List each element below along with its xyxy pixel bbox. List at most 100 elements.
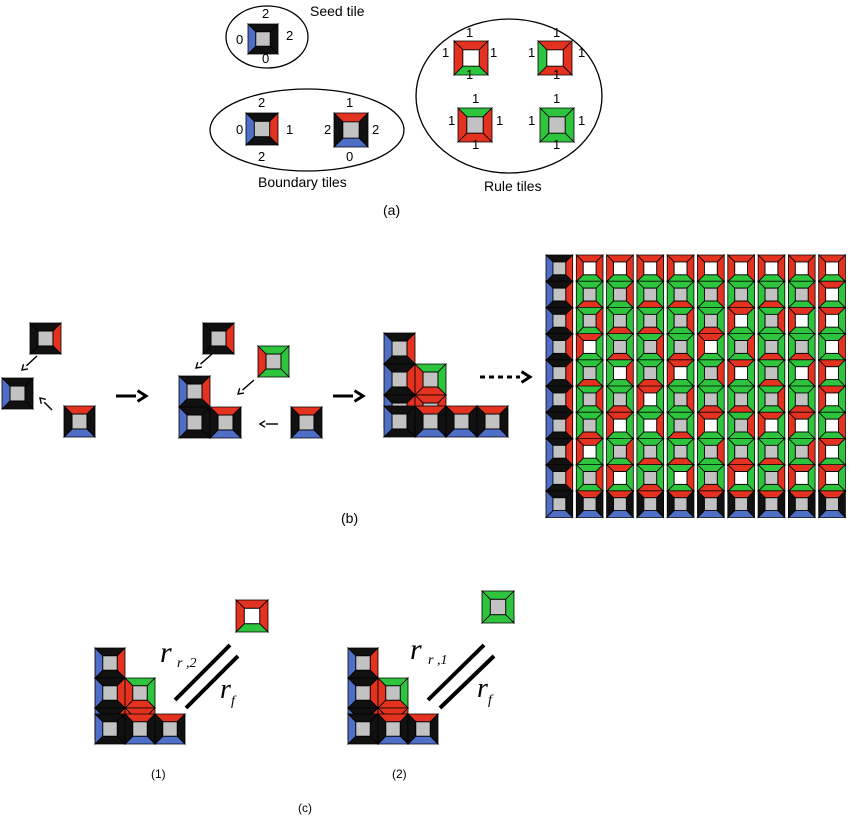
tile (635, 411, 665, 440)
tile-center (764, 497, 779, 512)
tile (666, 411, 695, 440)
arrow-join (21, 355, 38, 371)
tile-center (552, 444, 567, 459)
tile-center (102, 655, 118, 671)
tile-center (582, 497, 597, 512)
tile (545, 437, 574, 467)
tile (545, 489, 574, 519)
tile-center (37, 330, 54, 347)
tile (757, 306, 786, 336)
tile-center (673, 418, 688, 433)
tile-center (734, 392, 749, 407)
tile-center (734, 444, 749, 459)
tile (575, 489, 604, 519)
boundary1-glue-bottom: 2 (258, 149, 265, 164)
tile (545, 280, 574, 309)
tile (605, 411, 635, 440)
assembly-arrows (116, 370, 533, 403)
tile (787, 463, 817, 493)
tile (290, 406, 323, 439)
arrow-head (258, 420, 266, 428)
boundary1-glue-left: 0 (236, 122, 243, 137)
tile-center (132, 685, 148, 701)
tile-center (734, 497, 749, 512)
tile (666, 306, 695, 336)
tile-center (298, 414, 315, 431)
tile-center (613, 340, 627, 354)
tile-center (546, 49, 564, 67)
tile-center (643, 418, 658, 433)
tile-center (703, 313, 718, 328)
tile-center (825, 366, 839, 381)
tile-center (703, 392, 718, 407)
tile (757, 437, 786, 467)
assembly-step-3 (383, 332, 509, 438)
tile-center (794, 340, 809, 354)
tile (635, 385, 665, 414)
tile (666, 358, 695, 388)
assembly-final-grid (545, 254, 847, 519)
tile-center (703, 444, 718, 459)
tile (94, 713, 126, 745)
sub-caption-1: (1) (151, 767, 166, 781)
tile (666, 280, 695, 309)
tile-center (582, 313, 597, 328)
tile-center (643, 366, 658, 381)
panel-c-caption: (c) (298, 801, 312, 815)
rule3-glue-left: 1 (448, 113, 455, 128)
rule1-glue-bottom: 1 (466, 67, 473, 82)
tile-center (825, 418, 839, 433)
tile-center (764, 261, 779, 276)
tile (124, 677, 156, 709)
boundary1-glue-top: 2 (258, 95, 265, 110)
tile (817, 332, 847, 362)
panel-a-caption: (a) (383, 202, 400, 218)
tile (575, 332, 604, 362)
tile-center (342, 121, 360, 139)
rr-sub-2: r ,1 (428, 653, 447, 668)
tile (383, 332, 416, 365)
arrow-shaft (242, 379, 255, 391)
tile (726, 280, 756, 309)
tile-center (764, 392, 779, 407)
tile-center (71, 413, 88, 430)
tile-center (764, 313, 779, 328)
boundary-tile-1 (245, 112, 279, 146)
tile (635, 306, 665, 336)
tile (605, 385, 635, 414)
tile-center (613, 261, 627, 276)
tile (726, 385, 756, 414)
tile-center (825, 444, 839, 459)
tile (347, 647, 379, 679)
tile-center (794, 366, 809, 381)
tile-center (243, 607, 261, 625)
tile-center (643, 313, 658, 328)
rr-sub-1: r ,2 (177, 656, 196, 671)
seed-glue-top: 2 (262, 6, 269, 21)
tile (666, 385, 695, 414)
tile-center (613, 313, 627, 328)
tile (605, 306, 635, 336)
seed-glue-left: 0 (236, 32, 243, 47)
tile-center (764, 366, 779, 381)
tile-center (552, 418, 567, 433)
rf-sub-2: f (488, 693, 494, 708)
tile (817, 437, 847, 467)
boundary-tile-2 (333, 112, 369, 148)
tile (94, 677, 126, 709)
boundary-ellipse (209, 88, 405, 172)
tile (635, 358, 665, 388)
tile-center (794, 418, 809, 433)
tile-center (764, 444, 779, 459)
panel-c: r r ,2 r f r r ,1 r f (1) (2) (c) (94, 590, 515, 815)
tile-center (764, 287, 779, 302)
tile (245, 112, 279, 146)
tile (605, 332, 635, 362)
tile-center (484, 413, 501, 430)
tile-center (186, 383, 203, 400)
tile-center (613, 366, 627, 381)
reaction-reverse-line (438, 654, 496, 710)
tile-center (355, 685, 371, 701)
tile-center (673, 340, 688, 354)
tile-center (462, 49, 480, 67)
